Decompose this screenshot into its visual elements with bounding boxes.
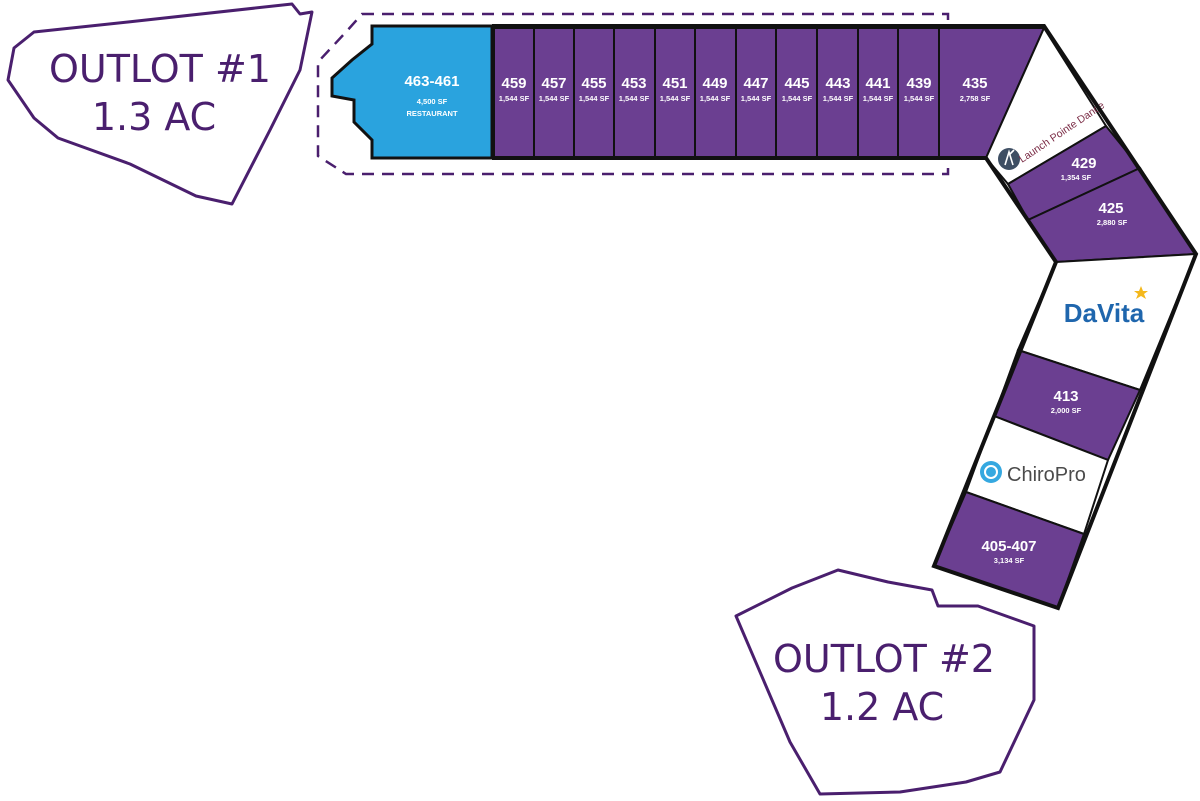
davita-logo: DaVita (1064, 298, 1145, 328)
outlot-2-name: OUTLOT #2 (773, 637, 995, 681)
unit-445-number: 445 (784, 75, 809, 92)
unit-457[interactable]: 457 1,544 SF (533, 27, 575, 159)
unit-459-number: 459 (501, 75, 526, 92)
unit-413-sf: 2,000 SF (1051, 406, 1082, 415)
unit-445[interactable]: 445 1,544 SF (775, 27, 818, 159)
unit-451[interactable]: 451 1,544 SF (654, 27, 696, 159)
unit-457-number: 457 (541, 75, 566, 92)
unit-441-sf: 1,544 SF (863, 94, 894, 103)
unit-453-number: 453 (621, 75, 646, 92)
outlot-1-boundary (6, 2, 314, 206)
unit-449-sf: 1,544 SF (700, 94, 731, 103)
unit-457-sf: 1,544 SF (539, 94, 570, 103)
unit-405-407-sf: 3,134 SF (994, 556, 1025, 565)
unit-439-sf: 1,544 SF (904, 94, 935, 103)
unit-449[interactable]: 449 1,544 SF (694, 27, 737, 159)
unit-447-sf: 1,544 SF (741, 94, 772, 103)
unit-443-number: 443 (825, 75, 850, 92)
unit-453-sf: 1,544 SF (619, 94, 650, 103)
unit-425-sf: 2,880 SF (1097, 218, 1128, 227)
unit-449-number: 449 (702, 75, 727, 92)
unit-435-number: 435 (962, 75, 987, 92)
unit-443[interactable]: 443 1,544 SF (816, 27, 859, 159)
unit-445-sf: 1,544 SF (782, 94, 813, 103)
unit-413-number: 413 (1053, 388, 1078, 405)
unit-447-number: 447 (743, 75, 768, 92)
outlot-2-boundary (734, 568, 1036, 796)
unit-459[interactable]: 459 1,544 SF (493, 27, 535, 159)
unit-443-sf: 1,544 SF (823, 94, 854, 103)
unit-405-407-number: 405-407 (981, 538, 1036, 555)
unit-455-sf: 1,544 SF (579, 94, 610, 103)
unit-451-number: 451 (662, 75, 687, 92)
outlot-1-size: 1.3 AC (92, 95, 216, 139)
unit-441-number: 441 (865, 75, 890, 92)
pad-boundary-dashed (316, 12, 950, 176)
unit-453[interactable]: 453 1,544 SF (613, 27, 656, 159)
unit-429-sf: 1,354 SF (1061, 173, 1092, 182)
unit-451-sf: 1,544 SF (660, 94, 691, 103)
building-outline (492, 24, 1199, 611)
chiropro-name: ChiroPro (1007, 464, 1086, 486)
unit-455[interactable]: 455 1,544 SF (573, 27, 615, 159)
unit-435-sf: 2,758 SF (960, 94, 991, 103)
unit-405-407[interactable]: 405-407 3,134 SF (932, 490, 1086, 610)
unit-447[interactable]: 447 1,544 SF (735, 27, 777, 159)
chiropro-logo-icon (980, 461, 1002, 483)
inline-units: 459 1,544 SF 457 1,544 SF 455 1,544 SF 4… (493, 27, 940, 159)
unit-463-461-shape (330, 24, 494, 160)
unit-429-number: 429 (1071, 155, 1096, 172)
outlot-2-size: 1.2 AC (820, 685, 944, 729)
unit-459-sf: 1,544 SF (499, 94, 530, 103)
outlot-2[interactable]: OUTLOT #2 1.2 AC (734, 568, 1036, 796)
star-icon (1134, 286, 1148, 299)
unit-425-number: 425 (1098, 200, 1123, 217)
unit-463-461-use: RESTAURANT (406, 109, 458, 118)
unit-463-461-sf: 4,500 SF (417, 97, 448, 106)
unit-463-461-number: 463-461 (404, 73, 459, 90)
outlot-1-name: OUTLOT #1 (49, 47, 271, 91)
dancer-icon (1004, 149, 1015, 166)
launch-pointe-logo-icon (998, 148, 1020, 170)
unit-439-number: 439 (906, 75, 931, 92)
unit-463-461[interactable]: 463-461 4,500 SF RESTAURANT (330, 24, 494, 160)
outlot-1[interactable]: OUTLOT #1 1.3 AC (6, 2, 314, 206)
tenant-launch-pointe-dance[interactable]: Launch Pointe Dance (984, 25, 1108, 186)
unit-439[interactable]: 439 1,544 SF (897, 27, 940, 159)
unit-455-number: 455 (581, 75, 606, 92)
unit-441[interactable]: 441 1,544 SF (857, 27, 899, 159)
